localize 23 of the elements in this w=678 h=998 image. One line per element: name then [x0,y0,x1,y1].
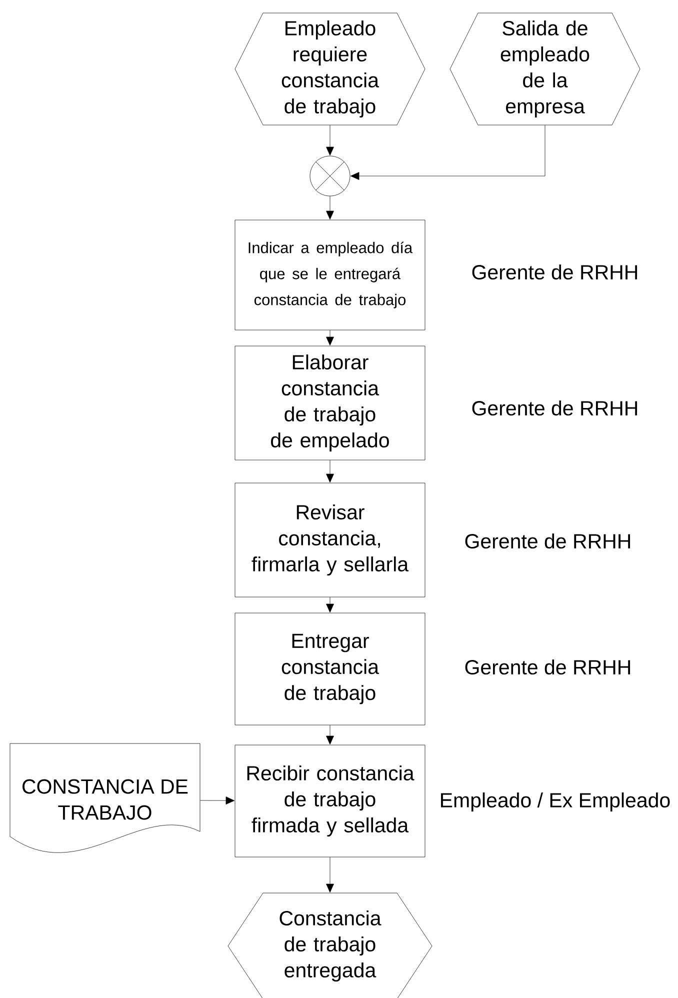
arrow [326,857,334,893]
process-box: Indicar a empleado día que se le entregará constancia de trabajo [234,220,426,330]
arrow [326,597,334,613]
arrow [326,725,334,745]
process-box: Elaborar constancia de trabajo de empelado [234,346,426,460]
connector-circle [310,156,350,196]
event-hexagon: Empleado requiere constancia de trabajo [234,12,426,126]
role-label: Empleado / Ex Empleado [441,792,670,812]
role-label: Gerente de RRHH [465,533,630,549]
event-hexagon: Constancia de trabajo entregada [228,892,432,998]
arrow [326,196,334,220]
arrow [350,125,546,180]
event-hexagon: Salida de empleado de la empresa [450,12,640,126]
arrow [326,330,334,346]
arrow [200,796,234,804]
role-label: Gerente de RRHH [465,659,630,675]
process-box: Entregar constancia de trabajo [234,612,426,726]
arrow [326,460,334,483]
role-label: Gerente de RRHH [472,264,638,280]
process-box: Revisar constancia, firmarla y sellarla [234,482,426,598]
arrow [326,125,334,156]
role-label: Gerente de RRHH [472,400,638,416]
process-box: Recibir constancia de trabajo firmada y sellada [234,744,426,858]
